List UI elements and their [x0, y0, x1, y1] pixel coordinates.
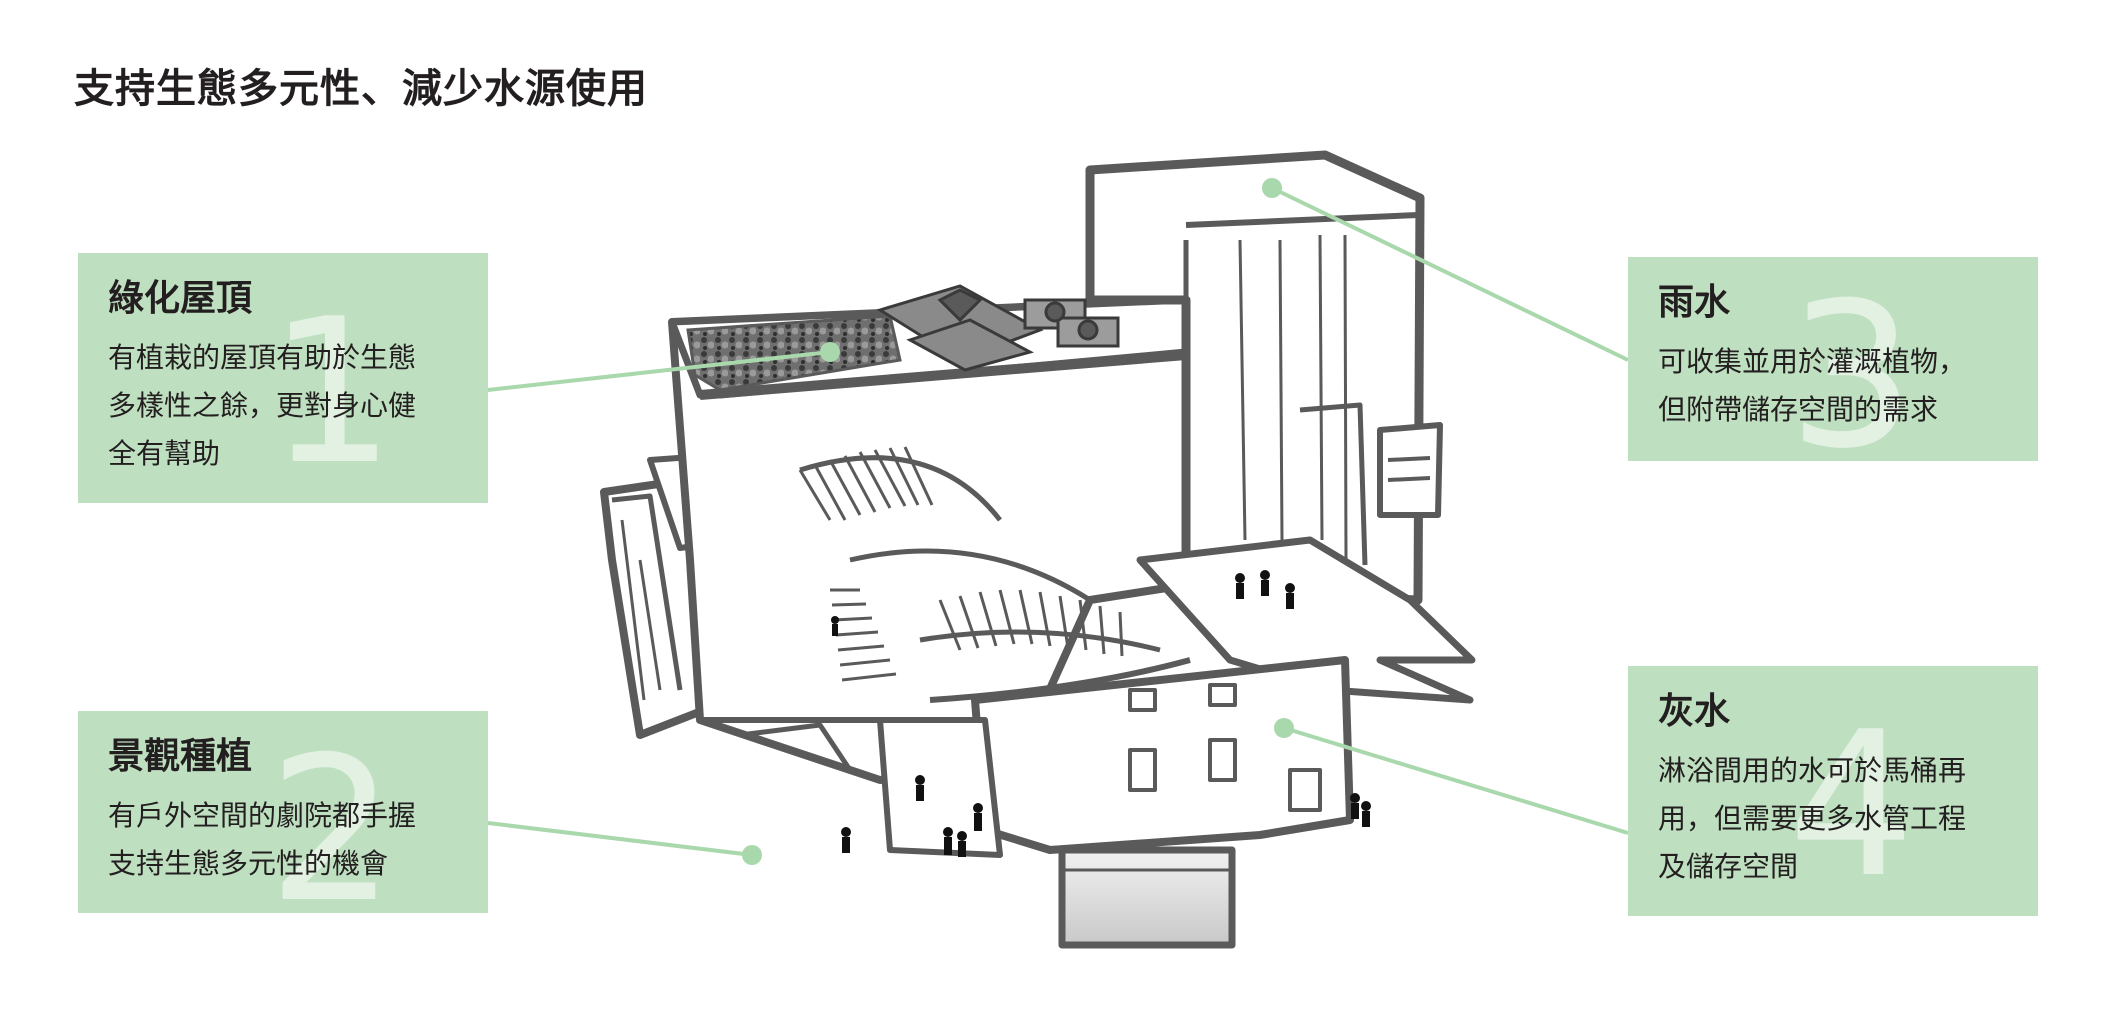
leader-dot-green-roof	[820, 342, 840, 362]
card-number: 3	[1788, 260, 1916, 462]
card-green-roof: 1 綠化屋頂 有植栽的屋頂有助於生態 多樣性之餘，更對身心健 全有幫助	[78, 253, 488, 503]
card-heading: 灰水	[1658, 691, 1731, 732]
card-number: 2	[268, 714, 396, 914]
card-body: 淋浴間用的水可於馬桶再 用，但需要更多水管工程 及儲存空間	[1658, 754, 1967, 884]
card-body: 有戶外空間的劇院都手握 支持生態多元性的機會	[108, 799, 417, 881]
leader-lines	[487, 186, 1629, 857]
card-heading: 綠化屋頂	[108, 278, 253, 319]
card-number: 4	[1788, 689, 1916, 916]
card-greywater: 4 灰水 淋浴間用的水可於馬桶再 用，但需要更多水管工程 及儲存空間	[1628, 666, 2038, 916]
card-body: 可收集並用於灌溉植物， 但附帶儲存空間的需求	[1658, 345, 1967, 427]
card-number: 1	[268, 276, 396, 503]
card-heading: 雨水	[1658, 282, 1731, 323]
building-outline	[600, 150, 1476, 949]
page-title: 支持生態多元性、減少水源使用	[74, 66, 648, 112]
card-rainwater: 3 雨水 可收集並用於灌溉植物， 但附帶儲存空間的需求	[1628, 257, 2038, 461]
leader-dots	[742, 178, 1294, 865]
rooftop-hvac-units	[1023, 298, 1120, 348]
leader-dot-greywater	[1274, 718, 1294, 738]
leader-dot-rainwater	[1262, 178, 1282, 198]
card-heading: 景觀種植	[108, 736, 253, 777]
card-body: 有植栽的屋頂有助於生態 多樣性之餘，更對身心健 全有幫助	[108, 341, 417, 471]
roof-skylights	[876, 284, 1044, 372]
card-landscape-planting: 2 景觀種植 有戶外空間的劇院都手握 支持生態多元性的機會	[78, 711, 488, 913]
leader-dot-landscape	[742, 845, 762, 865]
people-silhouettes	[831, 570, 1371, 857]
